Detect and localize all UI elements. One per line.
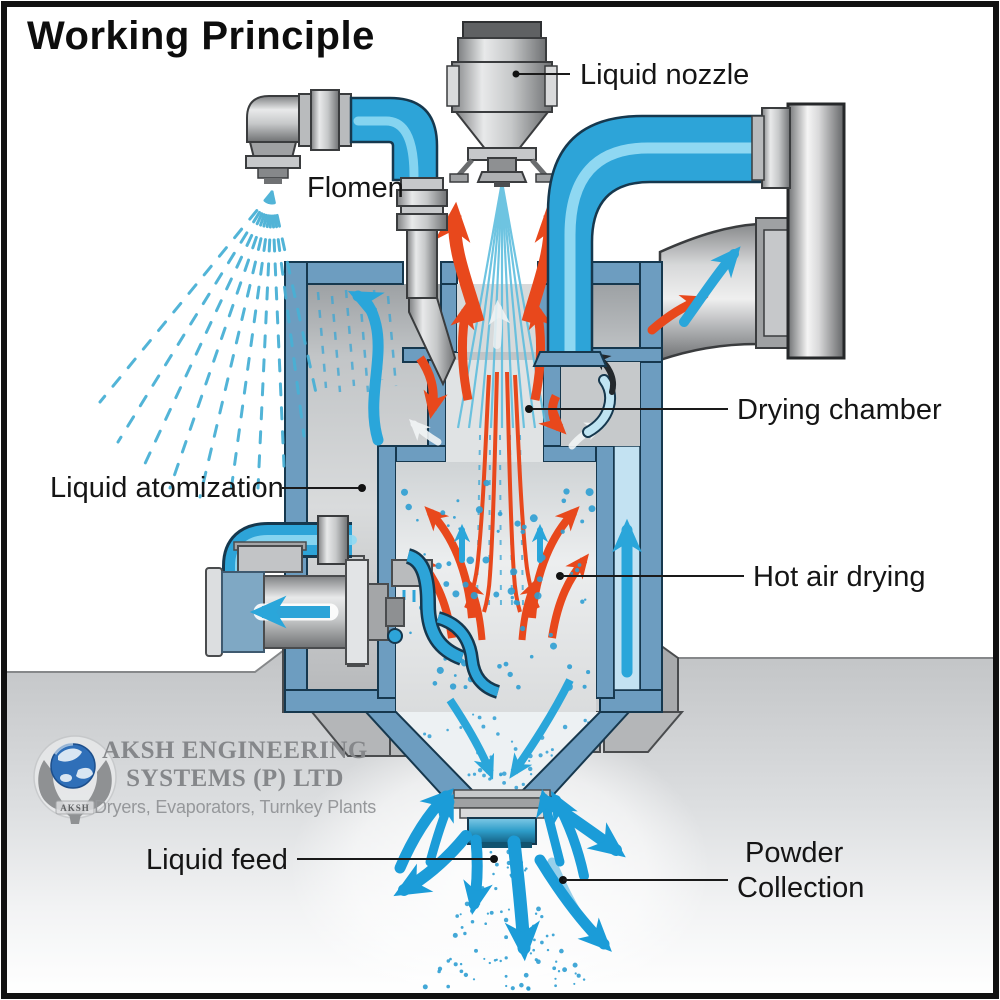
page-title: Working Principle (27, 14, 375, 58)
company-logo: AKSH AKSH ENGINEERING SYSTEMS (P) LTD Dr… (33, 735, 376, 824)
label-drying-chamber: Drying chamber (737, 394, 942, 426)
flomen-spray-pipe (98, 89, 457, 500)
flomen-spray (98, 190, 320, 500)
label-powder-collection-line2: Collection (737, 872, 864, 904)
label-liquid-nozzle: Liquid nozzle (580, 59, 749, 91)
label-liquid-feed: Liquid feed (146, 844, 288, 876)
duct-flow-arrows (647, 246, 741, 335)
feed-pump (205, 515, 501, 699)
logo-badge-text: AKSH (60, 803, 90, 813)
company-name-line1: AKSH ENGINEERING (102, 737, 368, 764)
air-handler-slab (786, 102, 846, 360)
label-flomen: Flomen (307, 172, 404, 204)
liquid-nozzle (446, 21, 558, 187)
label-hot-air-drying: Hot air drying (753, 561, 925, 593)
company-name-line2: SYSTEMS (P) LTD (126, 765, 344, 792)
exhaust-duct (658, 217, 789, 362)
air-outlet-pipe (532, 107, 791, 367)
label-liquid-atomization: Liquid atomization (50, 472, 284, 504)
annotations: Working Principle Liquid nozzle Flomen D… (27, 14, 942, 904)
label-powder-collection-line1: Powder (745, 837, 844, 869)
logo-tagline: Dryers, Evaporators, Turnkey Plants (94, 797, 376, 817)
